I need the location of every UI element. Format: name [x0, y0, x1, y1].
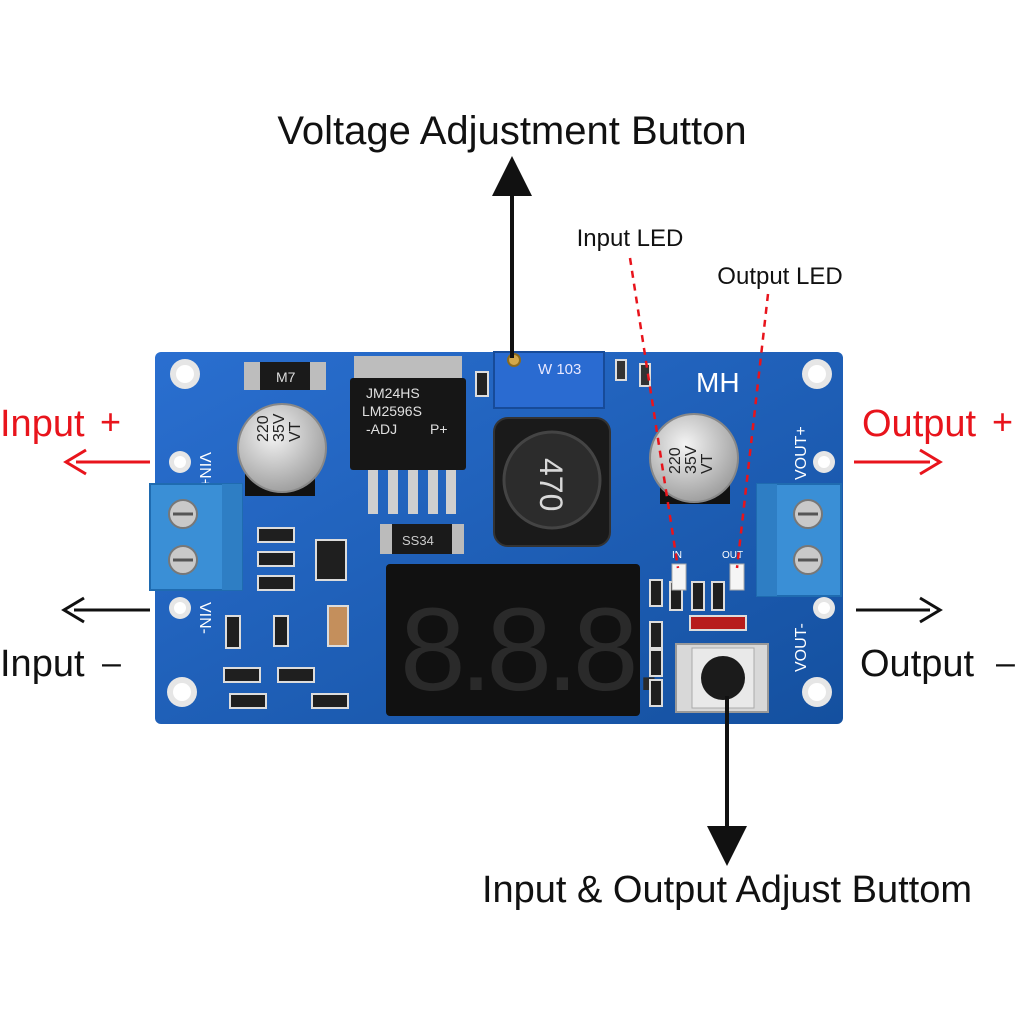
ic-line4: P+ — [430, 421, 448, 437]
input-plus-arrow — [63, 448, 150, 476]
diode-mark: M7 — [276, 369, 296, 385]
pot-mark: W 103 — [538, 361, 581, 378]
input-plus-sign: + — [100, 401, 121, 442]
output-led-label: Output LED — [717, 263, 842, 290]
smd-resistor — [615, 359, 627, 381]
cap-value-left: 220 — [255, 415, 272, 442]
cap-voltage-left: 35V — [271, 413, 288, 442]
display-readout: 8.8.8. — [400, 584, 659, 716]
brand-mark: MH — [696, 367, 740, 398]
smd-cluster-right — [649, 579, 747, 707]
smd-resistor — [639, 363, 651, 387]
regulator-ic: JM24HS LM2596S -ADJ P+ — [350, 356, 466, 514]
input-minus-label: Input — [0, 643, 85, 685]
voltage-potentiometer[interactable]: W 103 — [493, 351, 605, 409]
input-terminal-block — [149, 483, 243, 591]
output-minus-arrow — [856, 596, 943, 624]
led-out-label: OUT — [722, 550, 743, 561]
ic-line3: -ADJ — [366, 421, 397, 437]
cap-voltage-right: 35V — [683, 445, 700, 474]
inductor-mark: 470 — [533, 458, 569, 511]
io-adjust-button[interactable] — [675, 643, 769, 713]
input-minus-sign: – — [102, 644, 121, 682]
inductor: 470 — [493, 417, 611, 547]
cap-series-left: VT — [287, 421, 304, 442]
vin-plus-label: VIN+ — [196, 452, 213, 488]
smd-resistor — [475, 371, 489, 397]
voltage-adjust-label: Voltage Adjustment Button — [277, 109, 746, 153]
output-plus-label: Output — [862, 403, 977, 445]
input-led-leader — [628, 257, 680, 569]
input-plus-label: Input — [0, 403, 85, 445]
input-minus-arrow — [61, 596, 150, 624]
mounting-holes — [167, 359, 835, 707]
output-led: OUT — [722, 550, 745, 591]
vout-minus-label: VOUT- — [793, 623, 810, 672]
schottky-diode: SS34 — [380, 524, 464, 554]
ic-line2: LM2596S — [362, 403, 422, 419]
cap-series-right: VT — [699, 453, 716, 474]
output-capacitor: 220 35V VT — [649, 413, 739, 504]
input-capacitor: 220 35V VT — [237, 403, 327, 496]
seven-segment-display: 8.8.8. — [386, 564, 665, 716]
diode-m7: M7 — [244, 362, 326, 390]
output-minus-label: Output — [860, 643, 975, 685]
output-plus-arrow — [854, 448, 943, 476]
input-led-label: Input LED — [577, 225, 684, 252]
smd-cluster-left — [223, 527, 349, 709]
io-adjust-label: Input & Output Adjust Buttom — [482, 869, 972, 911]
schottky-mark: SS34 — [402, 533, 434, 548]
output-led-leader — [735, 293, 770, 569]
vin-minus-label: VIN- — [196, 602, 213, 634]
output-plus-sign: + — [992, 401, 1013, 442]
ic-line1: JM24HS — [366, 385, 420, 401]
output-terminal-block — [756, 483, 842, 597]
cap-value-right: 220 — [667, 447, 684, 474]
output-minus-sign: – — [996, 644, 1015, 682]
vout-plus-label: VOUT+ — [793, 426, 810, 480]
